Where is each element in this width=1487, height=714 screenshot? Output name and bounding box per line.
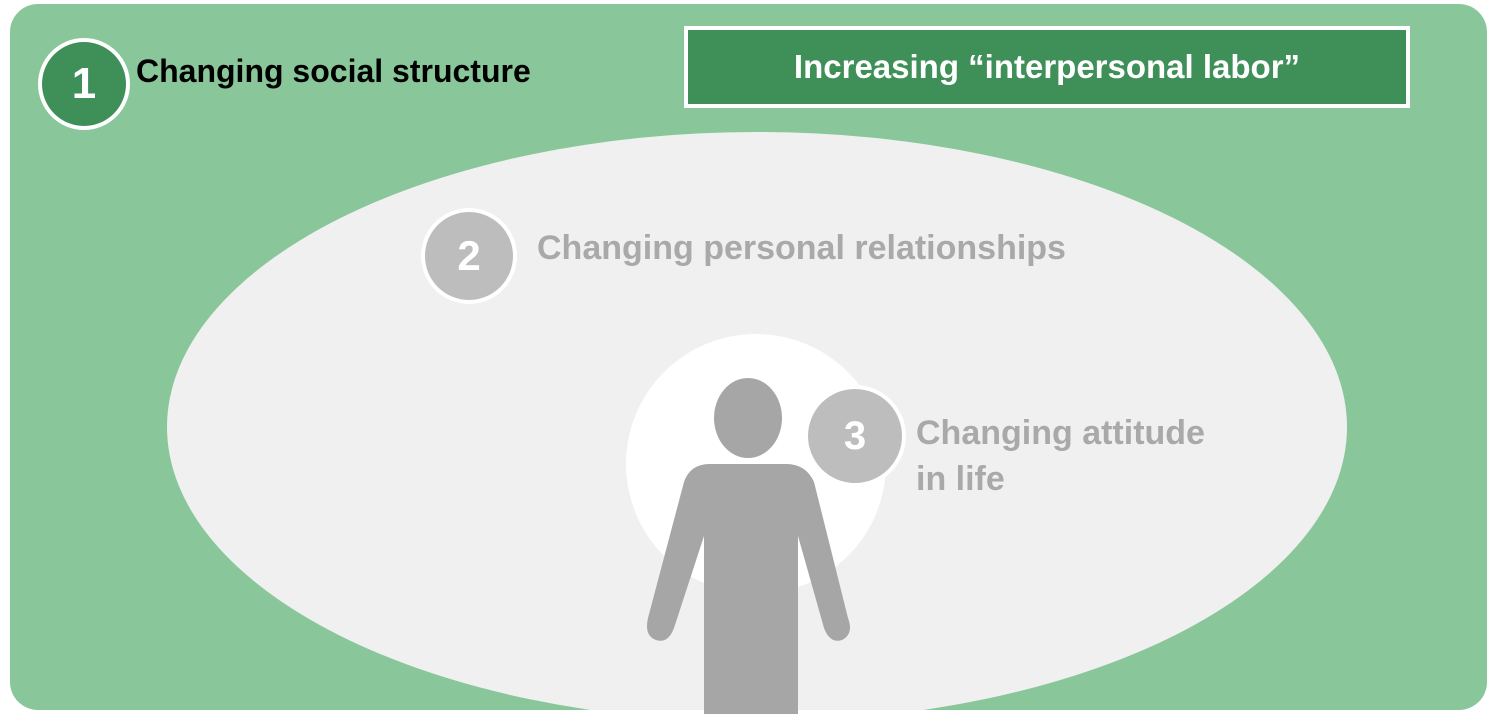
level-3-label-line-1: Changing attitude	[916, 414, 1205, 452]
level-2-label: Changing personal relationships	[537, 229, 1066, 267]
level-3-label: Changing attitude in life	[916, 410, 1205, 502]
level-3-label-line-2: in life	[916, 460, 1005, 498]
level-1-label: Changing social structure	[136, 53, 531, 89]
level-1-badge: 1	[38, 38, 130, 130]
person-head	[714, 378, 782, 458]
interpersonal-labor-tag: Increasing “interpersonal labor”	[684, 26, 1410, 108]
level-2-badge: 2	[421, 208, 517, 304]
level-3-badge: 3	[804, 385, 906, 487]
person-icon	[647, 378, 850, 714]
person-body	[647, 464, 850, 714]
